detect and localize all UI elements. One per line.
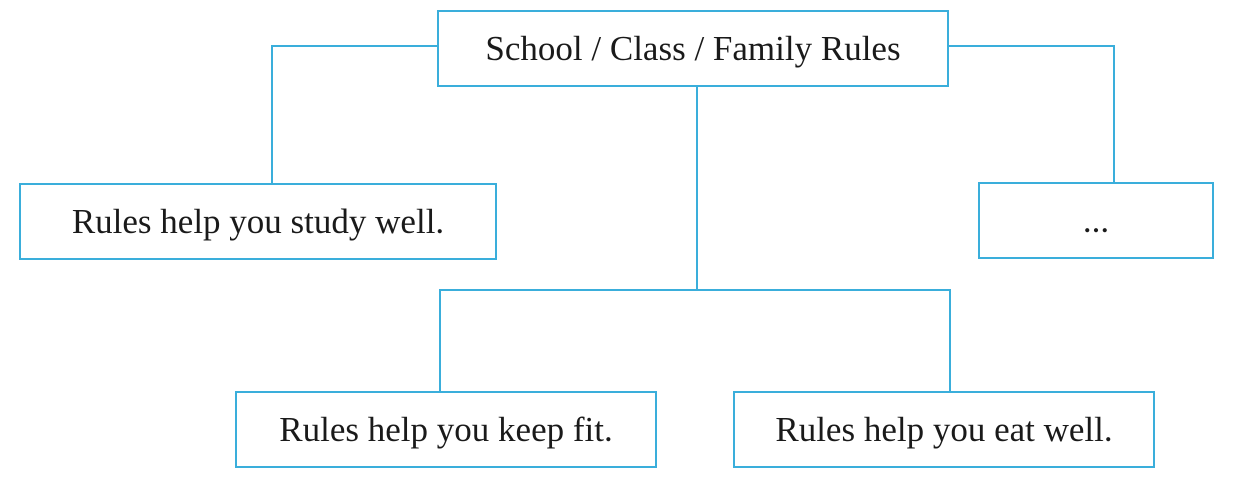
fit-node-label: Rules help you keep fit. (279, 409, 613, 449)
connector-branch-fit-eat (439, 289, 951, 391)
eat-node-label: Rules help you eat well. (775, 409, 1113, 449)
study-node: Rules help you study well. (19, 183, 497, 260)
fit-node: Rules help you keep fit. (235, 391, 657, 468)
root-node-label: School / Class / Family Rules (485, 28, 901, 68)
more-node: ... (978, 182, 1214, 259)
eat-node: Rules help you eat well. (733, 391, 1155, 468)
root-node: School / Class / Family Rules (437, 10, 949, 87)
more-node-label: ... (1082, 200, 1110, 240)
connector-root-to-study (271, 45, 437, 183)
study-node-label: Rules help you study well. (71, 201, 445, 241)
connector-root-to-more (949, 45, 1115, 182)
